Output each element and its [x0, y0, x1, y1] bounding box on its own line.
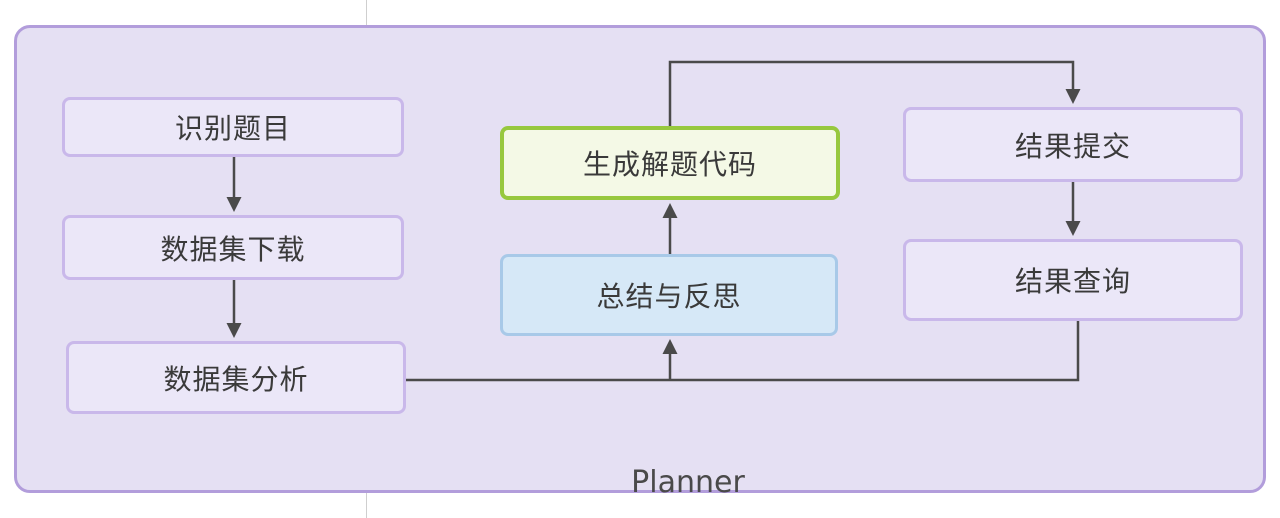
node-generate-solution-code: 生成解题代码 — [500, 126, 840, 200]
node-result-query: 结果查询 — [903, 239, 1243, 321]
node-label: 结果查询 — [1014, 265, 1131, 298]
node-label: 识别题目 — [174, 112, 291, 145]
node-dataset-analysis: 数据集分析 — [66, 341, 406, 414]
node-label: 总结与反思 — [596, 280, 742, 313]
node-label: 数据集下载 — [160, 232, 306, 266]
node-dataset-download: 数据集下载 — [62, 215, 404, 280]
node-label: 数据集分析 — [163, 362, 309, 396]
node-identify-topic: 识别题目 — [62, 97, 404, 157]
node-result-submit: 结果提交 — [903, 107, 1243, 182]
page-artifact-line-top — [366, 0, 367, 25]
page-artifact-line-bottom — [366, 493, 367, 518]
node-summary-reflection: 总结与反思 — [500, 254, 838, 336]
node-label: 生成解题代码 — [582, 148, 757, 181]
planner-label: Planner — [631, 465, 745, 500]
node-label: 结果提交 — [1014, 129, 1131, 163]
